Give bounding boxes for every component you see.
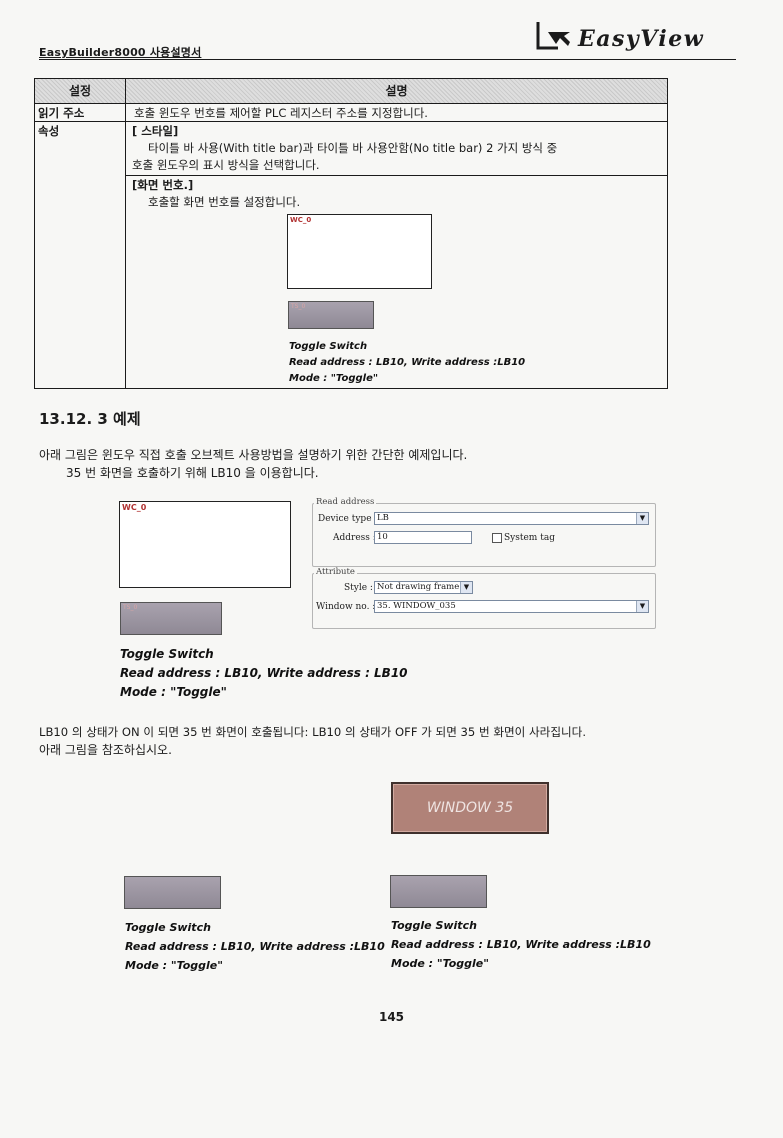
style-heading: [ 스타일]: [132, 124, 179, 138]
caption-line-3: Mode : "Toggle": [289, 373, 379, 384]
caption-line-2: Read address : LB10, Write address :LB10: [125, 940, 385, 953]
row-read-address-desc: 호출 윈도우 번호를 제어할 PLC 레지스터 주소를 지정합니다.: [134, 106, 428, 120]
read-address-group: [312, 503, 656, 567]
caption-line-2: Read address : LB10, Write address :LB10: [391, 938, 651, 951]
explain-paragraph-2: 아래 그림을 참조하십시오.: [39, 743, 172, 757]
address-input[interactable]: 10: [374, 531, 472, 544]
hand-cursor-icon: [536, 22, 570, 50]
table-row-divider: [35, 121, 667, 122]
section-title: 13.12. 3 예제: [39, 410, 141, 428]
chevron-down-icon: ▼: [636, 601, 648, 612]
header-rule: [39, 59, 736, 60]
logo-text: EasyView: [578, 26, 705, 52]
toggle-switch-off: [124, 876, 221, 909]
caption-line-3: Mode : "Toggle": [391, 957, 489, 970]
caption-line-1: Toggle Switch: [125, 921, 211, 934]
caption-line-3: Mode : "Toggle": [125, 959, 223, 972]
right-caption: Toggle Switch Read address : LB10, Write…: [391, 916, 651, 973]
ts-label: TS_0: [291, 303, 306, 310]
caption-line-2: Read address : LB10, Write address : LB1…: [120, 666, 408, 680]
chevron-down-icon: ▼: [636, 513, 648, 524]
example-wc-label: WC_0: [122, 503, 147, 512]
row-read-address-label: 읽기 주소: [38, 106, 85, 120]
table-header-description: 설명: [126, 79, 667, 104]
example-toggle-switch: TS_0: [120, 602, 222, 635]
example-ts-label: TS_0: [123, 604, 138, 611]
caption-line-1: Toggle Switch: [289, 341, 368, 352]
toggle-switch-object: TS_0: [288, 301, 374, 329]
left-caption: Toggle Switch Read address : LB10, Write…: [125, 918, 385, 975]
window-no-value: 35. WINDOW_035: [377, 601, 456, 611]
easyview-logo: EasyView: [534, 14, 734, 54]
wc-label: WC_0: [290, 216, 312, 224]
explain-paragraph-1: LB10 의 상태가 ON 이 되면 35 번 화면이 호출됩니다: LB10 …: [39, 725, 587, 739]
system-tag-label: System tag: [504, 533, 555, 543]
device-type-label: Device type :: [318, 514, 378, 524]
address-label: Address :: [333, 533, 376, 543]
window-35-label: WINDOW 35: [426, 800, 514, 816]
window-no-select[interactable]: 35. WINDOW_035 ▼: [374, 600, 649, 613]
window-no-label: Window no. :: [316, 602, 376, 612]
attribute-group-title: Attribute: [314, 567, 357, 577]
chevron-down-icon: ▼: [460, 582, 472, 593]
system-tag-checkbox[interactable]: [492, 533, 502, 543]
example-window-call-object: WC_0: [119, 501, 291, 588]
style-desc-line1: 타이틀 바 사용(With title bar)과 타이틀 바 사용안함(No …: [148, 141, 558, 155]
screen-no-heading: [화면 번호.]: [132, 178, 194, 192]
device-type-select[interactable]: LB ▼: [374, 512, 649, 525]
style-label: Style :: [344, 583, 373, 593]
caption-line-1: Toggle Switch: [120, 647, 214, 661]
intro-paragraph-1: 아래 그림은 윈도우 직접 호출 오브젝트 사용방법을 설명하기 위한 간단한 …: [39, 448, 468, 462]
read-address-group-title: Read address: [314, 497, 377, 507]
settings-dialog: Read address Device type : LB ▼ Address …: [308, 497, 656, 629]
device-type-value: LB: [377, 513, 389, 523]
screen-no-desc: 호출할 화면 번호를 설정합니다.: [148, 195, 301, 209]
window-35-popup: WINDOW 35: [391, 782, 549, 834]
intro-paragraph-2: 35 번 화면을 호출하기 위해 LB10 을 이용합니다.: [66, 466, 319, 480]
toggle-switch-on: [390, 875, 487, 908]
style-value: Not drawing frame: [377, 582, 460, 592]
attribute-group: [312, 573, 656, 629]
table-column-divider: [125, 79, 126, 388]
example-caption: Toggle Switch Read address : LB10, Write…: [120, 645, 408, 702]
document-title: EasyBuilder8000 사용설명서: [39, 46, 202, 59]
address-value: 10: [377, 532, 388, 542]
caption-line-2: Read address : LB10, Write address :LB10: [289, 357, 526, 368]
toggle-switch-caption: Toggle Switch Read address : LB10, Write…: [289, 339, 525, 387]
table-subrow-divider: [126, 175, 667, 176]
style-select[interactable]: Not drawing frame ▼: [374, 581, 473, 594]
table-header-setting: 설정: [35, 79, 125, 104]
style-desc-line2: 호출 윈도우의 표시 방식을 선택합니다.: [132, 158, 320, 172]
page-number: 145: [378, 1010, 405, 1024]
caption-line-1: Toggle Switch: [391, 919, 477, 932]
window-call-object: WC_0: [287, 214, 432, 289]
caption-line-3: Mode : "Toggle": [120, 685, 227, 699]
row-attribute-label: 속성: [38, 124, 60, 138]
property-table: 설정 설명 읽기 주소 호출 윈도우 번호를 제어할 PLC 레지스터 주소를 …: [34, 78, 668, 389]
